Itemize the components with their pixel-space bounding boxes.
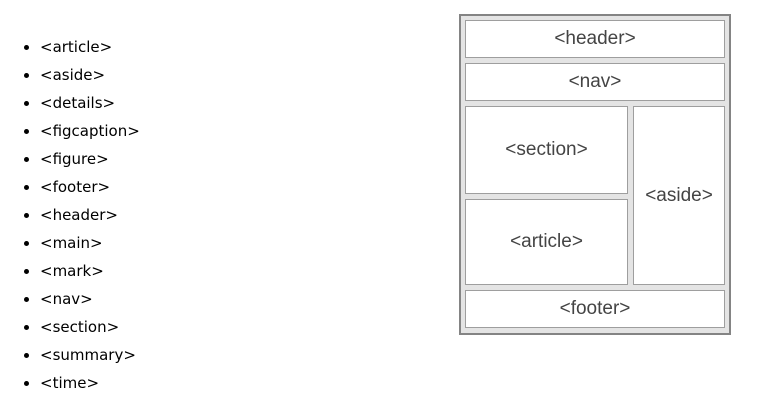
list-item-header: <header> [40, 201, 140, 229]
diagram-label-header: <header> [554, 28, 636, 49]
diagram-label-section: <section> [505, 139, 588, 160]
list-item-mark: <mark> [40, 257, 140, 285]
semantic-elements-list: <article> <aside> <details> <figcaption>… [0, 33, 140, 397]
list-item-figure: <figure> [40, 145, 140, 173]
diagram-box-section: <section> [465, 106, 628, 194]
list-item-aside: <aside> [40, 61, 140, 89]
diagram-label-nav: <nav> [568, 71, 622, 92]
list-item-nav: <nav> [40, 285, 140, 313]
list-item-main: <main> [40, 229, 140, 257]
list-item-article: <article> [40, 33, 140, 61]
list-item-section: <section> [40, 313, 140, 341]
diagram-label-article: <article> [510, 231, 583, 252]
html5-layout-diagram: <header> <nav> <section> <article> <asid… [459, 14, 731, 335]
diagram-box-article: <article> [465, 199, 628, 285]
diagram-box-nav: <nav> [465, 63, 725, 101]
list-item-time: <time> [40, 369, 140, 397]
diagram-label-aside: <aside> [645, 184, 713, 206]
list-item-details: <details> [40, 89, 140, 117]
list-item-summary: <summary> [40, 341, 140, 369]
diagram-box-header: <header> [465, 20, 725, 58]
list-item-figcaption: <figcaption> [40, 117, 140, 145]
diagram-box-aside: <aside> [633, 106, 725, 285]
diagram-label-footer: <footer> [559, 298, 631, 319]
list-item-footer: <footer> [40, 173, 140, 201]
diagram-box-footer: <footer> [465, 290, 725, 328]
